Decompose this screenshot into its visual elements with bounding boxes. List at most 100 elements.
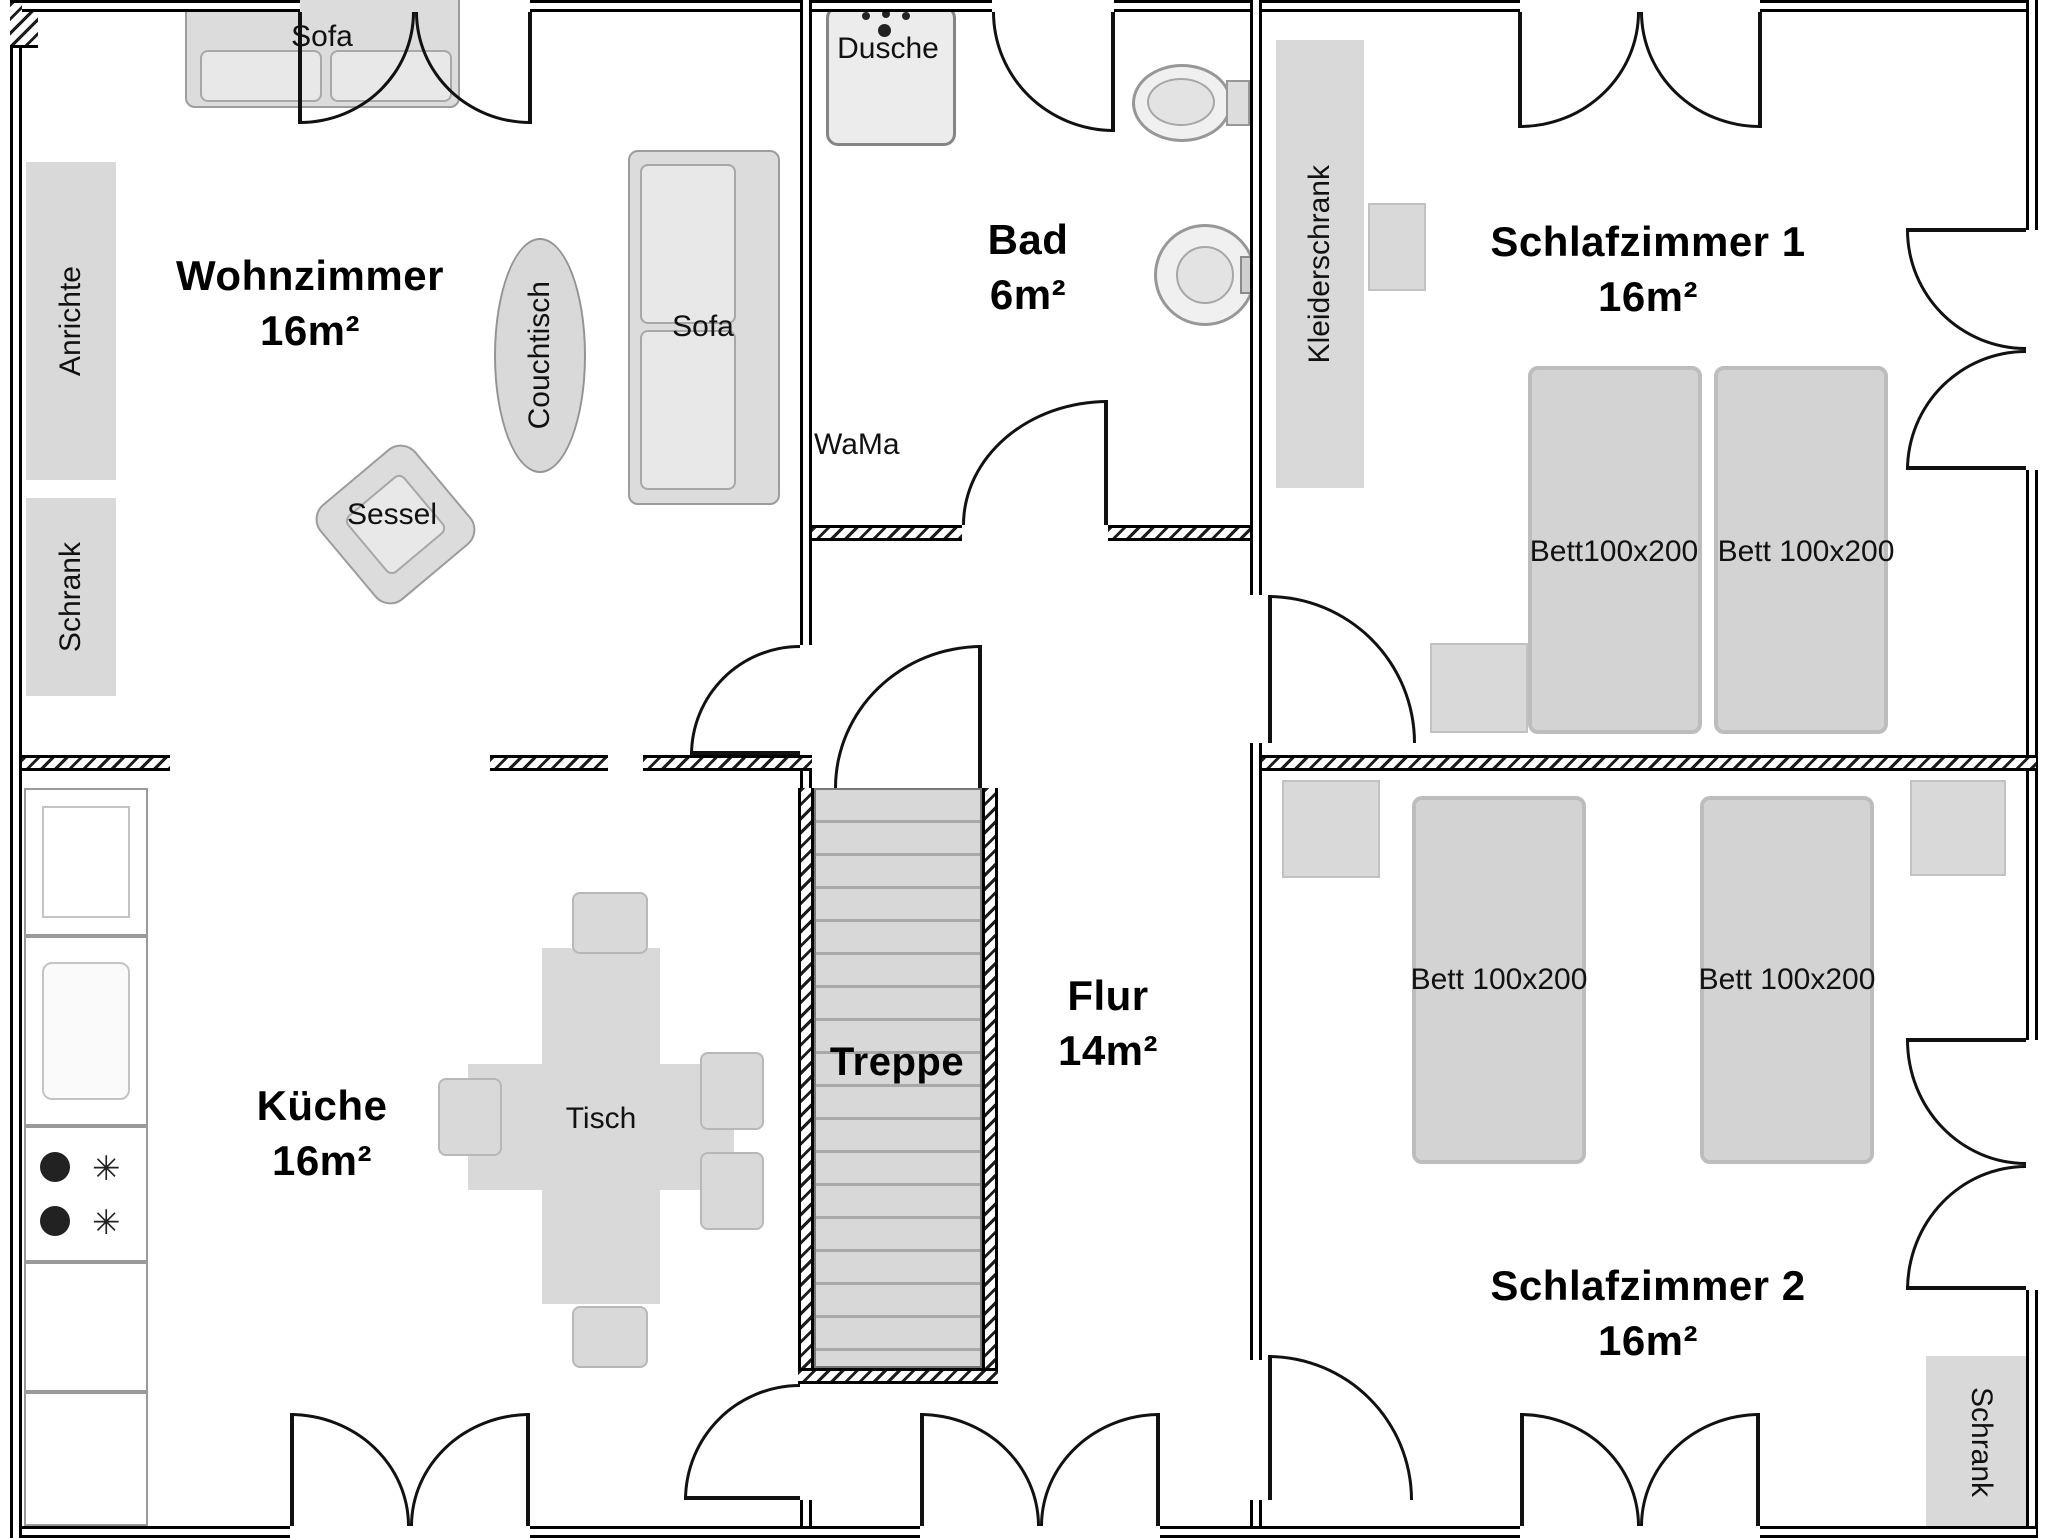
sideboard-label: Anrichte <box>54 265 87 377</box>
door-leaf <box>1906 1038 2026 1042</box>
door-leaf <box>1906 228 2026 232</box>
room-label-schlafzimmer-1: Schlafzimmer 1 16m² <box>1398 214 1898 325</box>
door-leaf <box>290 1413 294 1526</box>
wall-top <box>530 0 992 12</box>
door-arc <box>684 1384 800 1500</box>
wall-bottom <box>1160 1526 1520 1538</box>
wardrobe-label: Kleiderschrank <box>1303 164 1336 364</box>
door-leaf <box>1758 12 1762 128</box>
shower-icon <box>862 12 870 20</box>
wall-mid-right <box>1250 0 1262 595</box>
door-leaf <box>1156 1413 1160 1526</box>
door-arc <box>1040 1413 1160 1526</box>
room-name: Küche <box>256 1082 388 1129</box>
hotplate-icon: ✳ <box>92 1204 121 1242</box>
armchair-label: Sessel <box>346 498 438 531</box>
wall-kitchen-divider <box>643 755 812 771</box>
cabinet-left: Schrank <box>26 498 116 696</box>
room-name: Flur <box>1067 972 1149 1019</box>
door-arc <box>1268 1355 1413 1500</box>
wall-top <box>22 0 300 12</box>
chair <box>572 1306 648 1368</box>
cabinet-sz2: Schrank <box>1926 1356 2036 1528</box>
wall-left <box>10 0 22 1538</box>
door-leaf <box>528 12 532 124</box>
door-arc <box>410 1413 530 1526</box>
room-area: 16m² <box>1597 1317 1699 1365</box>
cabinet-sz2-label: Schrank <box>1965 1386 1998 1498</box>
door-leaf <box>1111 12 1115 132</box>
wall-bottom <box>1760 1526 2036 1538</box>
door-leaf <box>978 645 982 788</box>
door-leaf <box>690 751 800 755</box>
room-area: 16m² <box>1597 273 1699 321</box>
room-area: 16m² <box>259 307 361 355</box>
door-arc <box>834 645 982 788</box>
door-arc <box>1906 230 2026 350</box>
door-leaf <box>920 1413 924 1526</box>
stair-wall-bottom <box>798 1368 998 1384</box>
shower <box>826 6 956 146</box>
chair <box>700 1052 764 1130</box>
door-leaf <box>1906 1286 2026 1290</box>
nightstand-sz2-left <box>1282 780 1380 878</box>
wall-mid-left <box>800 0 812 645</box>
burner-icon <box>40 1152 70 1182</box>
coffee-table-label: Couchtisch <box>523 281 556 430</box>
door-arc <box>1520 1413 1640 1526</box>
door-arc <box>920 1413 1040 1526</box>
door-arc <box>1520 12 1640 128</box>
shower-icon <box>882 10 890 18</box>
room-label-kueche: Küche 16m² <box>172 1078 472 1189</box>
dresser-sz1 <box>1430 643 1528 733</box>
wall-kitchen-divider <box>490 755 608 771</box>
door-leaf <box>298 12 302 124</box>
bed-2 <box>1714 366 1888 734</box>
kitchen-unit <box>24 1262 148 1392</box>
wall-kitchen-divider <box>22 755 170 771</box>
wall-bath-bottom <box>812 525 962 541</box>
fridge <box>42 806 130 918</box>
door-leaf <box>1268 1355 1272 1500</box>
room-label-wohnzimmer: Wohnzimmer 16m² <box>130 248 490 359</box>
wall-top <box>1760 0 2036 12</box>
door-arc <box>1906 1040 2026 1165</box>
sofa-right-cushion <box>640 330 736 490</box>
table <box>468 1064 734 1190</box>
door-leaf <box>1268 595 1272 743</box>
room-area: 16m² <box>271 1137 373 1185</box>
door-leaf <box>684 1496 800 1500</box>
door-leaf <box>1520 1413 1524 1526</box>
toilet-seat <box>1147 78 1215 126</box>
stair-wall-right <box>982 788 998 1384</box>
wall-bedroom-divider <box>1262 755 2036 771</box>
door-leaf <box>1518 12 1522 128</box>
wall-right <box>2026 0 2038 230</box>
washing-machine-label: WaMa <box>814 428 900 461</box>
nightstand-sz1 <box>1368 203 1426 291</box>
coffee-table: Couchtisch <box>494 238 586 473</box>
shower-icon <box>902 12 910 20</box>
room-name: Bad <box>987 216 1069 263</box>
room-label-flur: Flur 14m² <box>1008 968 1208 1079</box>
bed-1-label: Bett100x200 <box>1529 535 1699 568</box>
door-arc <box>1640 12 1760 128</box>
wall-bottom <box>22 1526 290 1538</box>
bed-3 <box>1412 796 1586 1164</box>
wall-mid-right <box>1250 743 1262 1360</box>
bed-1 <box>1528 366 1702 734</box>
door-arc <box>1268 595 1416 743</box>
room-name: Schlafzimmer 1 <box>1490 218 1806 265</box>
room-area: 14m² <box>1057 1027 1159 1075</box>
door-arc <box>690 645 800 755</box>
sofa-top-label: Sofa <box>291 20 353 53</box>
bed-3-label: Bett 100x200 <box>1410 963 1588 996</box>
bed-2-label: Bett 100x200 <box>1717 535 1895 568</box>
chair <box>700 1152 764 1230</box>
room-area: 6m² <box>989 271 1067 319</box>
sofa-right-label: Sofa <box>672 310 734 343</box>
wall-mid-right <box>1250 1500 1262 1526</box>
wall-top <box>1114 0 1520 12</box>
toilet-tank <box>1226 80 1250 126</box>
